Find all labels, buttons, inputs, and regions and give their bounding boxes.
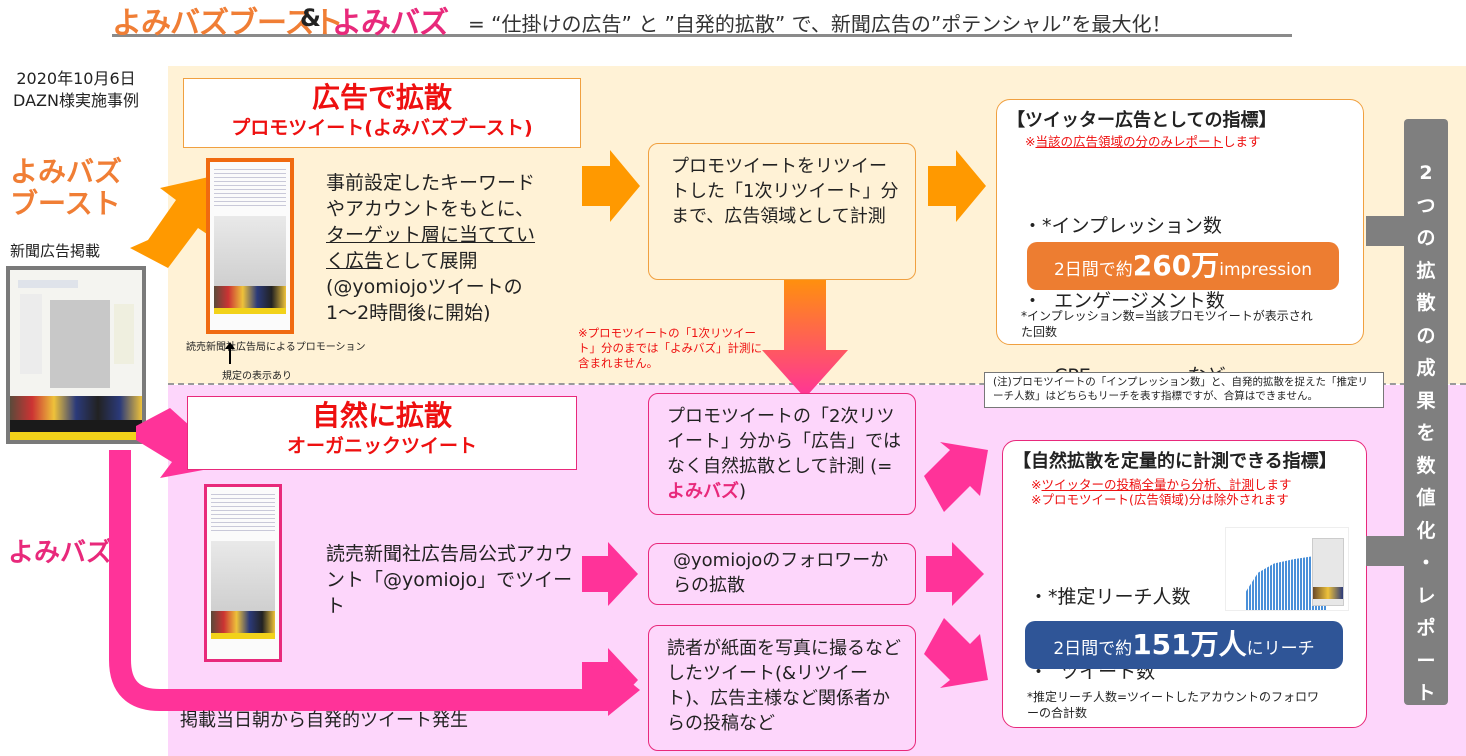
metric-item: ・ エンゲージメント数 bbox=[1023, 290, 1225, 312]
impression-result-badge: 2日間で約260万impression bbox=[1027, 242, 1339, 290]
summary-bar-char: 成 bbox=[1416, 357, 1436, 379]
arrow-followers-to-metrics bbox=[926, 542, 984, 606]
organic-spread-title: 自然に拡散 bbox=[311, 399, 452, 432]
ad-metrics-footnote: *インプレッション数=当該プロモツイートが表示された回数 bbox=[1021, 309, 1313, 339]
summary-bar-char: つ bbox=[1416, 194, 1436, 217]
newspaper-ad-image bbox=[6, 266, 146, 444]
desc-underlined: ターゲット層に当ててい bbox=[326, 224, 536, 246]
label-line: よみバズ bbox=[10, 155, 123, 188]
primary-retweet-box: プロモツイートをリツイートした「1次リツイート」分まで、広告領域として計測 bbox=[648, 143, 916, 280]
desc-line: 1～2時間後に開始) bbox=[326, 302, 491, 324]
reach-result-badge: 2日間で約151万人にリーチ bbox=[1025, 621, 1343, 669]
summary-bar-char: 2 bbox=[1419, 162, 1433, 184]
up-arrow-icon bbox=[225, 342, 235, 364]
arrow-paper-to-promo bbox=[130, 174, 222, 268]
case-client: DAZN様実施事例 bbox=[13, 91, 139, 110]
summary-bar-char: 果 bbox=[1416, 389, 1436, 412]
followers-spread-box: @yomiojoのフォロワーからの拡散 bbox=[648, 543, 916, 605]
connector-organic-metrics bbox=[1366, 536, 1406, 566]
secondary-retweet-box: プロモツイートの「2次リツイート」分から「広告」ではなく自然拡散として計測 (=… bbox=[648, 393, 916, 515]
summary-bar-char: ・ bbox=[1416, 552, 1436, 574]
summary-bar-char: 数 bbox=[1416, 454, 1436, 477]
summary-bar-char: の bbox=[1416, 324, 1436, 347]
reach-chart-thumbnail bbox=[1225, 527, 1349, 611]
desc-line: 事前設定したキーワード bbox=[326, 172, 536, 194]
summary-bar-char: の bbox=[1416, 227, 1436, 249]
ad-spread-subtitle: プロモツイート(よみバズブースト) bbox=[231, 117, 533, 139]
label-yomibuzz: よみバズ bbox=[8, 538, 113, 568]
organic-metrics-footnote: *推定リーチ人数=ツイートしたアカウントのフォロワーの合計数 bbox=[1027, 690, 1320, 720]
arrow-promo-to-measure bbox=[582, 150, 640, 222]
promo-caption-sub: 規定の表示あり bbox=[222, 371, 292, 382]
organic-metrics-card: 【自然拡散を定量的に計測できる指標】 ※ツイッターの投稿全量から分析、計測します… bbox=[1002, 440, 1367, 728]
organic-spread-subtitle: オーガニックツイート bbox=[286, 435, 477, 457]
summary-bar-char: 化 bbox=[1416, 519, 1436, 542]
organic-tweet-screenshot bbox=[204, 484, 282, 662]
ampersand: & bbox=[300, 4, 321, 32]
brand-yomibuzz-boost: よみバズブースト bbox=[112, 6, 343, 41]
arrow-u-spontaneous bbox=[109, 450, 612, 711]
ad-metrics-note: ※当該の広告領域の分のみレポートします bbox=[1025, 134, 1261, 149]
summary-bar-char: ー bbox=[1416, 649, 1436, 672]
arrow-down-to-secondary bbox=[762, 268, 848, 398]
summary-bar-char: 拡 bbox=[1416, 259, 1436, 282]
organic-metrics-title: 【自然拡散を定量的に計測できる指標】 bbox=[1013, 451, 1337, 472]
connector-ad-metrics bbox=[1366, 216, 1406, 246]
newspaper-label: 新聞広告掲載 bbox=[10, 242, 101, 260]
metric-item: ・*インプレッション数 bbox=[1023, 215, 1222, 237]
summary-bar-char: ト bbox=[1416, 682, 1436, 704]
organic-spread-title-box: 自然に拡散 オーガニックツイート bbox=[187, 396, 577, 470]
metric-item: ・*推定リーチ人数 bbox=[1029, 586, 1191, 608]
organic-description: 読売新聞社広告局公式アカウント「@yomiojo」でツイート bbox=[326, 543, 574, 617]
header-banner: よみバズブースト & よみバズ = “仕掛けの広告” と ”自発的拡散” で、新… bbox=[112, 2, 1292, 41]
readers-tweets-box: 読者が紙面を写真に撮るなどしたツイート(&リツイート)、広告主様など関係者からの… bbox=[648, 625, 916, 751]
header-tagline: = “仕掛けの広告” と ”自発的拡散” で、新聞広告の”ポテンシャル”を最大化… bbox=[468, 12, 1172, 36]
desc-line: やアカウントをもとに、 bbox=[326, 198, 535, 220]
arrow-measure-to-metrics bbox=[928, 150, 986, 222]
summary-bar-char: を bbox=[1416, 422, 1436, 444]
arrow-tweet-to-followers bbox=[582, 542, 638, 606]
arrow-secondary-to-metrics bbox=[924, 442, 988, 512]
arrow-readers-to-metrics bbox=[924, 618, 988, 688]
desc-line: (@yomiojoツイートの bbox=[326, 276, 523, 298]
arrow-u-head bbox=[608, 664, 640, 716]
summary-bar-char: ポ bbox=[1416, 617, 1436, 639]
case-info: 2020年10月6日 DAZN様実施事例 bbox=[6, 68, 146, 112]
summary-bar-char: 値 bbox=[1416, 487, 1436, 509]
brand-yomibuzz: よみバズ bbox=[332, 6, 449, 41]
case-date: 2020年10月6日 bbox=[16, 69, 136, 88]
promo-tweet-screenshot bbox=[206, 158, 294, 334]
ad-metrics-title: 【ツイッター広告としての指標】 bbox=[1007, 110, 1277, 131]
promo-caption: 読売新聞社広告局によるプロモーション bbox=[186, 342, 366, 353]
label-line: ブースト bbox=[10, 187, 121, 220]
organic-metrics-note-2: ※プロモツイート(広告領域)分は除外されます bbox=[1031, 492, 1289, 507]
desc-line: として展開 bbox=[383, 250, 478, 272]
general-note: (注)プロモツイートの「インプレッション数」と、自発的拡散を捉えた「推定リーチ人… bbox=[984, 372, 1384, 408]
primary-retweet-note: ※プロモツイートの「1次リツイート」分のまでは「よみバズ」計測に含まれません。 bbox=[578, 326, 762, 370]
organic-metrics-note-1: ※ツイッターの投稿全量から分析、計測します bbox=[1031, 477, 1292, 492]
ad-spread-title-box: 広告で拡散 プロモツイート(よみバズブースト) bbox=[183, 78, 581, 148]
ad-spread-title: 広告で拡散 bbox=[311, 81, 452, 114]
summary-bar-char: レ bbox=[1416, 584, 1436, 607]
promo-description: 事前設定したキーワード やアカウントをもとに、 ターゲット層に当ててい く広告と… bbox=[326, 170, 586, 326]
label-yomibuzz-boost: よみバズ ブースト bbox=[10, 156, 122, 220]
summary-bar-char: 散 bbox=[1416, 292, 1436, 314]
desc-underlined: く広告 bbox=[326, 250, 384, 272]
spontaneous-tweet-caption: 掲載当日朝から自発的ツイート発生 bbox=[180, 710, 468, 731]
ad-metrics-card: 【ツイッター広告としての指標】 ※当該の広告領域の分のみレポートします ・*イン… bbox=[996, 99, 1364, 387]
